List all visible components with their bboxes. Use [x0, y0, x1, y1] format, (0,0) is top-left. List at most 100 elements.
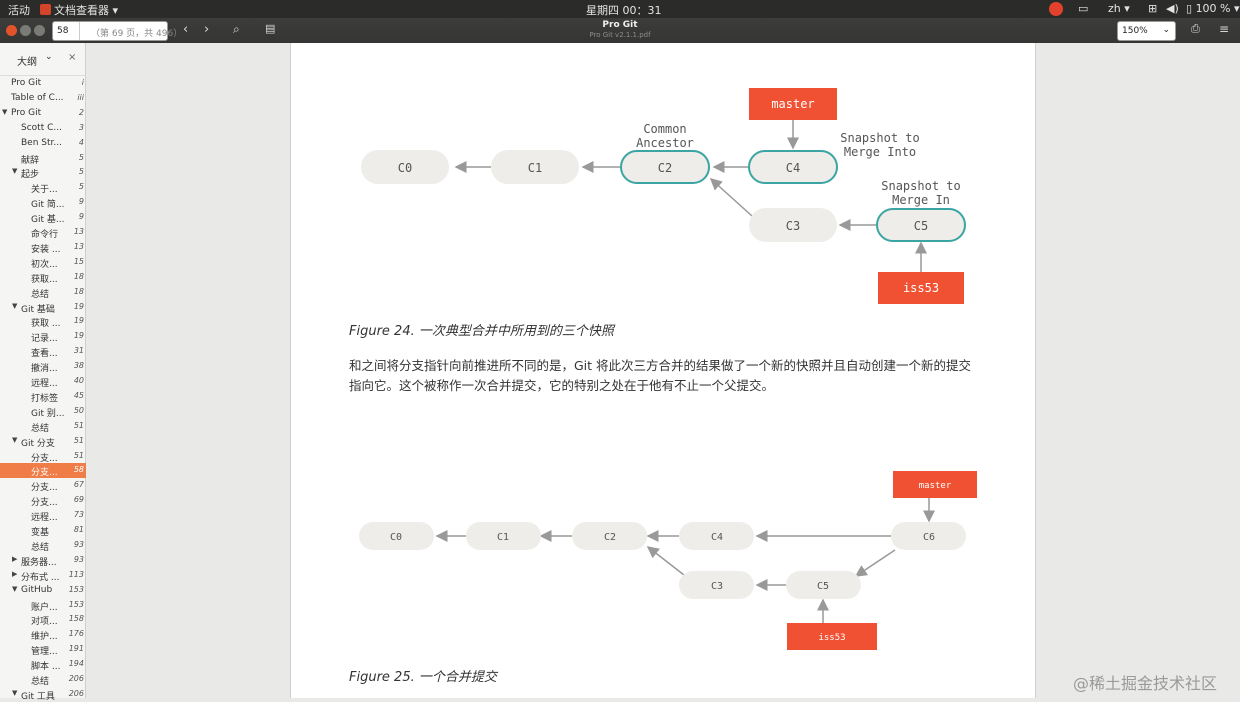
outline-item-page: 51 [73, 435, 84, 445]
volume-icon[interactable]: ◀) [1166, 2, 1179, 15]
outline-item[interactable]: 记录...19 [0, 329, 86, 344]
close-window-button[interactable] [6, 25, 17, 36]
outline-item-page: iii [77, 92, 84, 102]
page-number-field[interactable]: 58 （第 69 页，共 496） [52, 21, 182, 41]
triangle-down-icon[interactable]: ▼ [12, 584, 18, 593]
triangle-down-icon[interactable]: ▼ [12, 167, 18, 176]
outline-item[interactable]: 脚本 ... 194 [0, 657, 86, 672]
commit-node [572, 522, 647, 550]
outline-item[interactable]: 分支...58 [0, 463, 86, 479]
activities-button[interactable]: 活动 [8, 4, 30, 17]
outline-item-label: Git 工具 [21, 691, 55, 702]
notification-app-icon[interactable] [1049, 2, 1063, 16]
triangle-right-icon[interactable]: ▶ [12, 554, 18, 563]
triangle-down-icon[interactable]: ▼ [12, 435, 18, 444]
search-icon[interactable]: ⌕ [233, 22, 240, 36]
outline-item[interactable]: 分支... 69 [0, 493, 86, 508]
outline-item[interactable]: Git 简...9 [0, 195, 86, 210]
triangle-right-icon[interactable]: ▶ [12, 569, 18, 578]
page-number-input[interactable]: 58 [57, 26, 69, 36]
network-icon[interactable]: ⊞ [1148, 2, 1158, 15]
input-method-menu[interactable]: zh ▾ [1108, 2, 1130, 15]
outline-item[interactable]: 关于...5 [0, 180, 86, 195]
app-menu[interactable]: 文档查看器 ▾ [40, 2, 118, 18]
outline-item[interactable]: 管理...191 [0, 642, 86, 657]
outline-item-label: 分支... [31, 498, 58, 509]
outline-item[interactable]: Table of C...iii [0, 91, 86, 106]
maximize-window-button[interactable] [34, 25, 45, 36]
outline-item[interactable]: 撤消...38 [0, 359, 86, 374]
outline-item[interactable]: 分支...51 [0, 449, 86, 464]
outline-item[interactable]: 查看...31 [0, 344, 86, 359]
outline-item[interactable]: 远程...73 [0, 508, 86, 523]
document-view[interactable]: C0 C1 C2 C4 C3 C5 master iss53 Common An… [87, 43, 1240, 698]
outline-item[interactable]: 远程...40 [0, 374, 86, 389]
battery-indicator[interactable]: ▯ 100 % ▾ [1186, 2, 1240, 15]
outline-item[interactable]: 账户...153 [0, 598, 86, 613]
outline-item[interactable]: 维护...176 [0, 627, 86, 642]
next-page-icon[interactable]: › [204, 22, 210, 37]
outline-item-label: 总结 [31, 677, 50, 687]
outline-item-page: 13 [73, 227, 84, 236]
outline-item[interactable]: Git 别...50 [0, 404, 86, 419]
outline-item[interactable]: ▶服务器...93 [0, 553, 86, 568]
minimize-window-button[interactable] [20, 25, 31, 36]
outline-item-label: 服务器... [21, 557, 57, 568]
outline-item-page: 67 [73, 480, 84, 490]
triangle-down-icon[interactable]: ▼ [12, 688, 18, 697]
triangle-down-icon[interactable]: ▼ [2, 107, 8, 116]
outline-item-label: 查看... [31, 349, 58, 360]
outline-item[interactable]: 分支...67 [0, 478, 86, 493]
outline-item-page: 69 [73, 495, 84, 505]
triangle-down-icon[interactable]: ▼ [12, 301, 18, 310]
annotations-icon[interactable]: ▤ [265, 22, 276, 35]
outline-item-page: 194 [68, 659, 84, 669]
print-icon[interactable]: ⎙ [1191, 22, 1200, 35]
commit-node [361, 150, 449, 184]
outline-item-label: 远程... [31, 513, 58, 524]
outline-item[interactable]: 对项...158 [0, 612, 86, 627]
zoom-select[interactable]: 150% ⌄ [1117, 21, 1176, 41]
outline-item-label: 脚本 ... [31, 662, 61, 673]
clock[interactable]: 星期四 00：31 [586, 4, 662, 17]
outline-item-page: 81 [73, 525, 84, 534]
outline-item-label: 关于... [31, 185, 58, 196]
annotation-line: Ancestor [636, 136, 694, 150]
commit-label: C1 [528, 161, 542, 175]
outline-item[interactable]: ▶分布式 ...113 [0, 568, 86, 583]
outline-item-page: 3 [78, 122, 84, 132]
outline-item[interactable]: 获取...18 [0, 270, 86, 285]
close-sidebar-icon[interactable]: × [68, 52, 77, 63]
outline-item[interactable]: 初次...15 [0, 255, 86, 270]
branch-name: iss53 [903, 281, 939, 295]
outline-item[interactable]: 安装 ...13 [0, 240, 86, 255]
outline-item[interactable]: Git 基...9 [0, 210, 86, 225]
outline-item[interactable]: Scott C...3 [0, 121, 86, 136]
chevron-down-icon[interactable]: ⌄ [45, 52, 53, 62]
keyboard-icon[interactable]: ▭ [1078, 2, 1089, 15]
outline-item-page: 5 [78, 152, 84, 162]
commit-node [466, 522, 541, 550]
menu-icon[interactable]: ≡ [1219, 22, 1230, 36]
outline-item[interactable]: 获取 ...19 [0, 314, 86, 329]
previous-page-icon[interactable]: ‹ [183, 22, 189, 37]
outline-item-label: Git 别... [31, 408, 65, 419]
outline-item[interactable]: Ben Str...4 [0, 136, 86, 151]
sidebar-mode-label[interactable]: 大纲 [17, 57, 37, 68]
